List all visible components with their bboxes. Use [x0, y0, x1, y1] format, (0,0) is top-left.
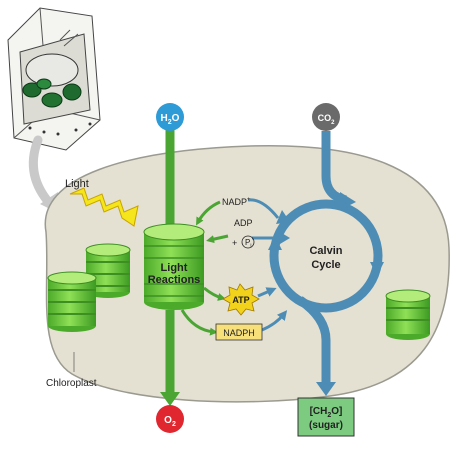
- light-reactions-stack: [143, 223, 205, 310]
- nadph-box: [215, 323, 263, 341]
- oxygen-label: O2: [164, 415, 176, 428]
- oxygen-arrowhead: [160, 392, 180, 406]
- zoom-arrow: [28, 135, 57, 211]
- nadp-return-arrowhead: [276, 210, 290, 224]
- adp-to-light-arrow: [206, 234, 229, 244]
- oxygen-badge: [156, 405, 184, 433]
- calvin-cycle-label-line2: Cycle: [311, 259, 340, 271]
- calvin-arrowhead-right: [370, 262, 384, 276]
- nadph-to-cycle-arrow: [261, 310, 288, 332]
- atp-to-cycle-arrow: [257, 287, 277, 298]
- sugar-arrowhead: [316, 382, 336, 396]
- nadp-label: NADP+: [222, 197, 251, 207]
- chloroplast-label: Chloroplast: [46, 378, 97, 389]
- nadp-to-light-arrow: [196, 200, 221, 226]
- light-to-atp-arrow: [203, 286, 226, 301]
- water-label: H2O: [161, 113, 180, 126]
- plus-sign: +: [232, 238, 237, 248]
- calvin-cycle-label-line1: Calvin: [309, 245, 342, 257]
- sugar-label-line1: [CH2O]: [310, 406, 343, 419]
- atp-label: ATP: [232, 295, 249, 305]
- adp-label: ADP: [234, 218, 253, 228]
- thylakoid-stack-right: [385, 289, 431, 340]
- thylakoid-stack-left-lower: [47, 271, 97, 332]
- light-reactions-label-line2: Reactions: [148, 274, 201, 286]
- sugar-label-line2: (sugar): [309, 420, 343, 431]
- plant-cell-illustration: [7, 7, 101, 151]
- light-reactions-label-line1: Light: [161, 262, 188, 274]
- phosphate-circle: [241, 235, 255, 249]
- phosphate-label: Pi: [245, 238, 251, 249]
- thylakoid-stack-left-upper: [85, 243, 131, 298]
- light-label: Light: [65, 178, 89, 190]
- light-to-nadph-arrow: [180, 309, 218, 336]
- calvin-cycle-ring: [269, 199, 383, 313]
- atp-burst: [222, 283, 260, 316]
- co2-badge: [312, 103, 340, 131]
- sugar-arrow: [297, 296, 331, 384]
- water-badge: [156, 103, 184, 131]
- calvin-arrowhead-left: [268, 236, 282, 250]
- light-bolt-icon: [69, 187, 139, 227]
- co2-label: CO2: [318, 113, 336, 126]
- sugar-box: [297, 397, 355, 437]
- adp-return-arrowhead: [280, 232, 290, 244]
- nadp-return-arrow: [247, 198, 280, 219]
- nadph-label: NADPH: [223, 328, 255, 338]
